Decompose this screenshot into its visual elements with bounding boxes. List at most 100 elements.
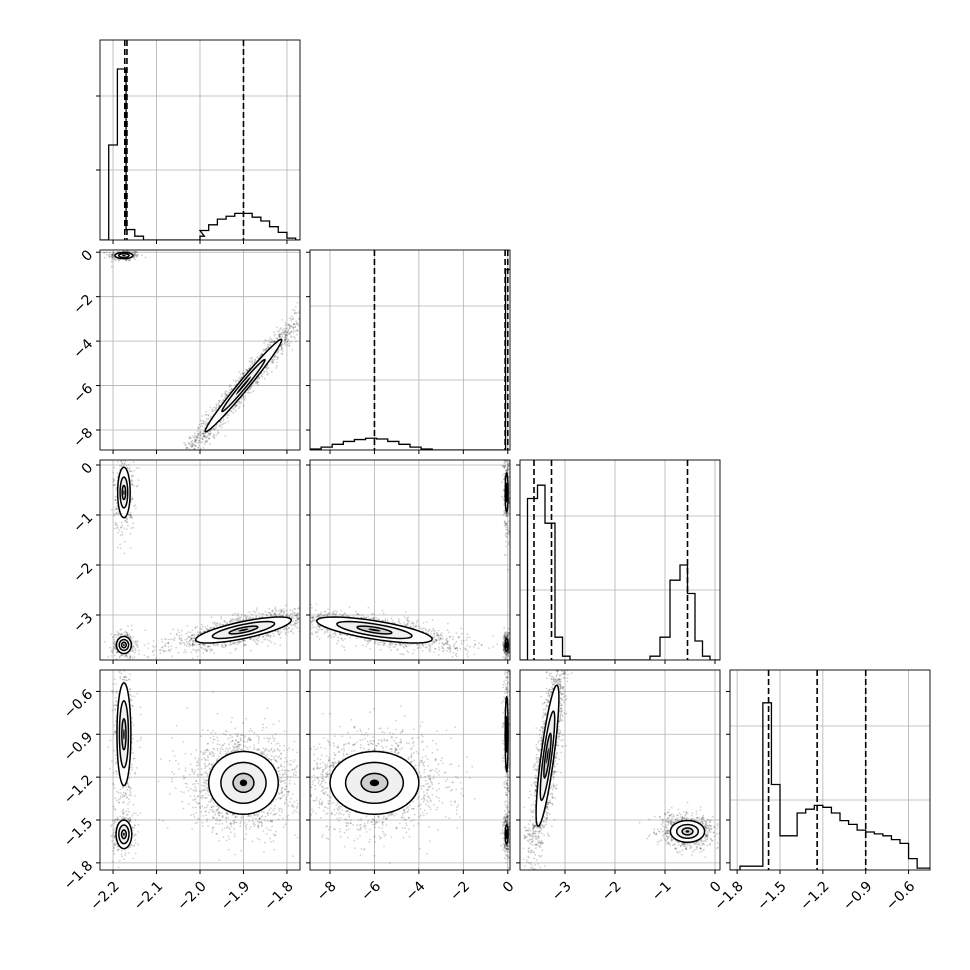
scatter-point bbox=[148, 499, 150, 501]
scatter-point bbox=[249, 388, 251, 391]
scatter-point bbox=[424, 646, 427, 649]
scatter-point bbox=[281, 346, 283, 349]
scatter-point bbox=[116, 251, 119, 253]
scatter-point bbox=[255, 643, 258, 646]
scatter-point bbox=[290, 335, 293, 338]
scatter-point bbox=[127, 625, 129, 628]
scatter-point bbox=[307, 618, 309, 620]
scatter-point bbox=[280, 611, 282, 614]
scatter-point bbox=[249, 387, 252, 390]
scatter-point bbox=[337, 608, 339, 610]
scatter-point bbox=[358, 613, 361, 616]
scatter-point bbox=[284, 339, 287, 342]
scatter-point bbox=[460, 642, 463, 645]
scatter-point bbox=[286, 331, 289, 334]
scatter-point bbox=[122, 455, 124, 457]
scatter-point bbox=[232, 407, 234, 410]
scatter-point bbox=[287, 328, 290, 331]
scatter-point bbox=[294, 312, 297, 315]
scatter-point bbox=[190, 445, 193, 448]
scatter-point bbox=[289, 331, 291, 334]
scatter-point bbox=[336, 642, 338, 645]
scatter-point bbox=[125, 631, 128, 634]
scatter-point bbox=[287, 330, 290, 332]
scatter-point bbox=[134, 649, 137, 652]
scatter-point bbox=[415, 624, 417, 627]
scatter-point bbox=[173, 474, 175, 476]
scatter-point bbox=[358, 245, 360, 247]
scatter-point bbox=[279, 333, 282, 336]
scatter-point bbox=[228, 385, 231, 388]
scatter-point bbox=[276, 326, 278, 329]
scatter-point bbox=[118, 633, 121, 635]
scatter-point bbox=[190, 638, 193, 640]
scatter-point bbox=[274, 608, 276, 610]
scatter-point bbox=[294, 326, 297, 328]
scatter-point bbox=[237, 612, 239, 615]
scatter-point bbox=[267, 634, 270, 637]
scatter-point bbox=[161, 484, 163, 486]
scatter-point bbox=[116, 651, 118, 654]
scatter-point bbox=[311, 611, 313, 613]
scatter-point bbox=[188, 643, 191, 646]
contour-line bbox=[121, 484, 127, 501]
scatter-point bbox=[147, 642, 150, 645]
scatter-point bbox=[255, 638, 258, 641]
scatter-point bbox=[241, 376, 243, 379]
scatter-point bbox=[196, 436, 199, 438]
scatter-point bbox=[222, 418, 225, 421]
scatter-point bbox=[183, 651, 185, 654]
scatter-point bbox=[161, 481, 163, 483]
scatter-point bbox=[237, 407, 240, 410]
scatter-point bbox=[307, 617, 309, 619]
scatter-point bbox=[111, 255, 113, 258]
scatter-point bbox=[221, 393, 224, 396]
scatter-point bbox=[232, 621, 234, 623]
scatter-point bbox=[278, 610, 280, 613]
scatter-point bbox=[180, 639, 183, 642]
scatter-point bbox=[199, 632, 202, 634]
scatter-point bbox=[177, 469, 179, 471]
scatter-point bbox=[254, 382, 257, 385]
scatter-point bbox=[263, 349, 266, 351]
scatter-point bbox=[290, 325, 292, 327]
scatter-point bbox=[455, 652, 458, 655]
contour-line bbox=[115, 635, 133, 655]
scatter-point bbox=[112, 636, 115, 638]
scatter-point bbox=[147, 656, 150, 659]
scatter-point bbox=[198, 423, 201, 426]
scatter-point bbox=[143, 505, 145, 507]
scatter-point bbox=[293, 323, 296, 326]
scatter-point bbox=[135, 467, 138, 470]
scatter-point bbox=[296, 321, 299, 324]
scatter-point bbox=[356, 613, 359, 616]
scatter-point bbox=[271, 340, 274, 343]
scatter-point bbox=[305, 627, 307, 629]
scatter-point bbox=[288, 324, 291, 327]
scatter-point bbox=[207, 418, 210, 420]
scatter-point bbox=[114, 633, 116, 636]
scatter-point bbox=[294, 614, 297, 617]
scatter-point bbox=[276, 351, 279, 354]
scatter-point bbox=[297, 324, 300, 327]
scatter-point bbox=[195, 651, 198, 654]
scatter-point bbox=[285, 334, 287, 337]
scatter-point bbox=[428, 644, 430, 647]
scatter-point bbox=[185, 469, 187, 471]
scatter-point bbox=[407, 619, 409, 622]
scatter-point bbox=[262, 636, 264, 638]
scatter-point bbox=[278, 335, 281, 338]
scatter-point bbox=[244, 643, 246, 646]
scatter-point bbox=[297, 613, 300, 615]
scatter-point bbox=[133, 256, 136, 259]
scatter-point bbox=[196, 432, 199, 435]
scatter-point bbox=[134, 640, 137, 643]
scatter-point bbox=[213, 437, 215, 439]
scatter-point bbox=[186, 452, 188, 454]
scatter-point bbox=[294, 614, 297, 617]
scatter-point bbox=[136, 646, 139, 649]
scatter-point bbox=[285, 334, 288, 336]
scatter-point bbox=[243, 644, 246, 647]
scatter-point bbox=[206, 422, 208, 425]
scatter-point bbox=[191, 634, 194, 637]
